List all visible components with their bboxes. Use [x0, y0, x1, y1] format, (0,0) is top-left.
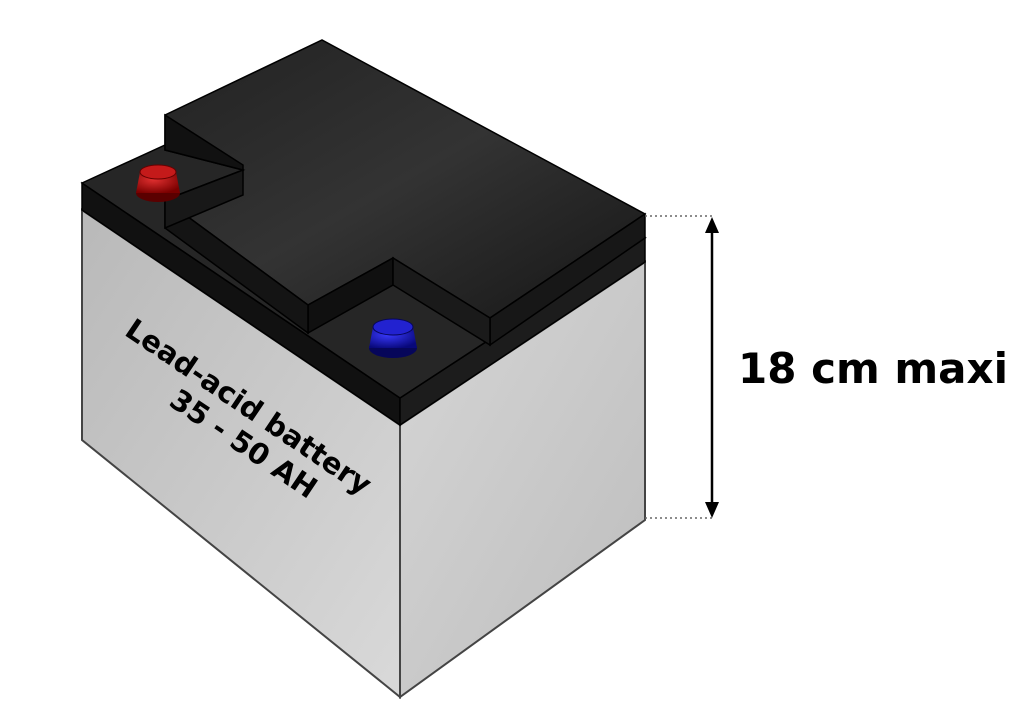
height-dimension: [645, 215, 719, 519]
negative-terminal: [369, 318, 417, 358]
lid-notch-wall-4: [164, 168, 244, 230]
double-headed-vertical-arrow-icon: [705, 217, 719, 518]
dimension-label: 18 cm maxi: [738, 344, 1008, 393]
positive-terminal: [136, 164, 180, 202]
battery-lid: [80, 39, 647, 427]
lid-notch-wall-2: [392, 256, 491, 347]
